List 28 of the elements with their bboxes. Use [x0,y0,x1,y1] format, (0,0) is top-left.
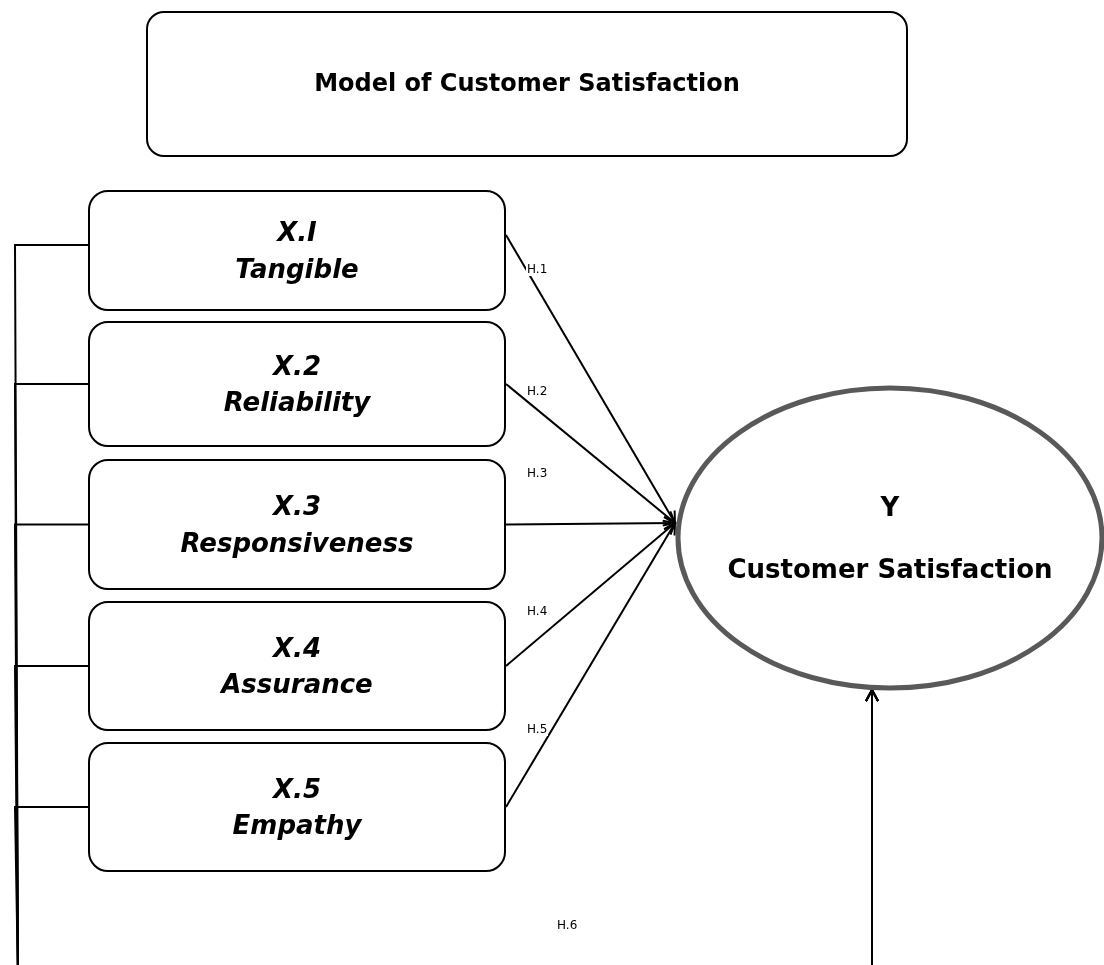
edge-label: H.4 [526,604,549,618]
edge-label: H.3 [526,466,549,480]
variable-box [88,190,506,311]
variable-box [88,321,506,447]
variable-name: Responsiveness [180,526,414,560]
edge-label: H.2 [526,384,549,398]
variable-code: X.3 [273,490,321,524]
arrow [505,522,676,667]
variable-name: Reliability [223,386,371,419]
arrow [505,383,676,524]
variable-code: X.I [277,216,317,250]
variable-code: X.5 [273,772,321,806]
diagram-title: Model of Customer Satisfaction [146,11,908,157]
variable-code: X.4 [273,631,321,665]
edge-label: H.1 [526,262,549,276]
variable-name: Assurance [221,668,373,701]
arrow [505,522,676,808]
variable-name: Tangible [235,252,359,286]
arrow [505,234,676,524]
variable-box [88,459,506,590]
variable-box [88,742,506,872]
variable-box [88,601,506,731]
variable-code: X.2 [273,349,321,383]
variable-name: Customer Satisfaction [727,553,1053,586]
edge-label: H.6 [556,918,579,932]
edge-label: H.5 [526,722,549,736]
variable-code: Y [880,490,900,523]
variable-name: Empathy [232,809,362,842]
